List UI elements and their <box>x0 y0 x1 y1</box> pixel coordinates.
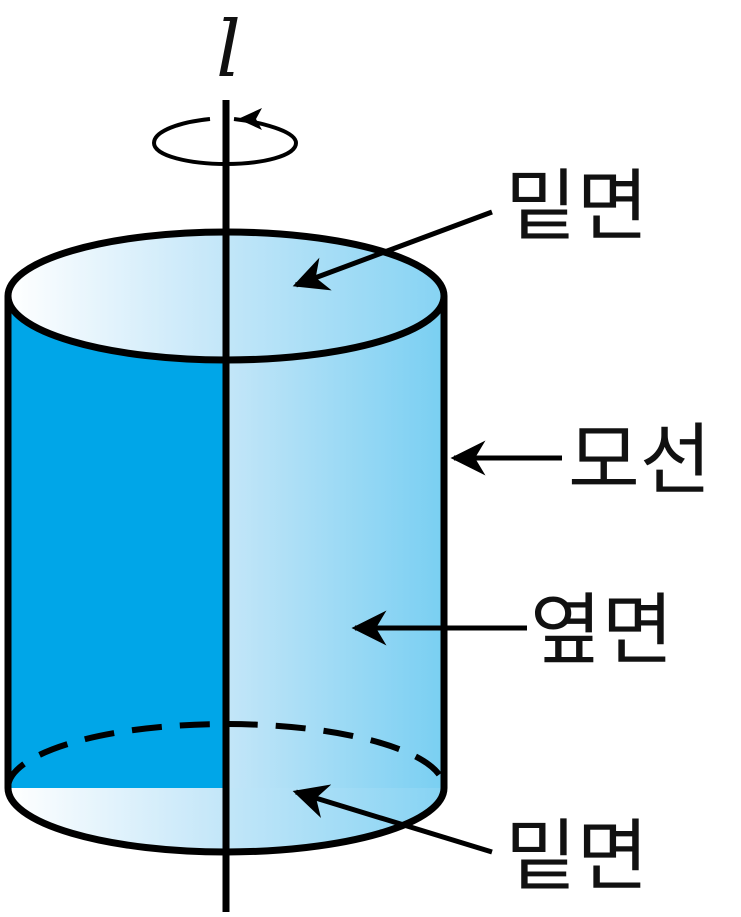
rotation-arrow-icon <box>151 117 299 167</box>
axis-label: l <box>216 5 241 95</box>
lateral-surface-left <box>8 296 226 788</box>
generatrix-label: 모선 <box>568 416 712 506</box>
rotation-arrowhead-icon <box>238 108 262 130</box>
bottom-base-hidden-edge <box>5 721 447 789</box>
lateral-surface-label: 옆면 <box>530 586 674 676</box>
top-base-label: 밑면 <box>505 162 649 252</box>
bottom-base-label: 밑면 <box>505 812 649 902</box>
lateral-surface-right <box>226 296 444 788</box>
bottom-base-pointer-arrow <box>292 784 493 855</box>
top-base-pointer-arrow <box>292 209 493 291</box>
